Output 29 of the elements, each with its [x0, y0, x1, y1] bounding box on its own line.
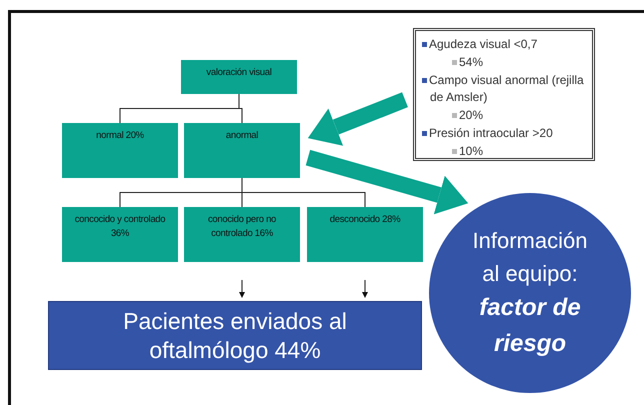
block-arrow	[306, 150, 468, 214]
box-label: normal 20%	[96, 129, 144, 143]
process-box	[307, 207, 423, 262]
connector-line	[238, 94, 242, 124]
box-label: anormal	[226, 129, 258, 143]
connector-line	[242, 178, 366, 208]
result-text: Pacientes enviados al oftalmólogo 44%	[122, 306, 348, 364]
criteria-text: 54%	[422, 54, 586, 70]
circle-text: factor de riesgo	[478, 293, 582, 359]
block-arrow	[308, 92, 408, 146]
circle-text: Información al equipo:	[472, 227, 588, 288]
arrow	[239, 280, 245, 298]
process-box	[184, 123, 300, 178]
criteria-box	[413, 28, 595, 161]
box-label: concocido y controlado 36%	[74, 213, 166, 242]
criteria-text: Presión intraocular >20	[422, 124, 586, 142]
box-label: valoración visual	[206, 66, 272, 80]
process-box	[62, 123, 178, 178]
process-box	[181, 60, 297, 94]
criteria-text: 20%	[422, 106, 586, 123]
criteria-text: Agudeza visual <0,7	[422, 36, 586, 52]
result-box	[48, 301, 422, 370]
process-box	[62, 207, 178, 262]
criteria-text: Campo visual anormal (rejilla de Amsler)	[422, 72, 586, 105]
box-label: conocido pero no controlado 16%	[206, 213, 278, 242]
arrow	[362, 280, 368, 298]
box-label: desconocido 28%	[330, 213, 400, 227]
process-box	[184, 207, 300, 262]
criteria-text: 10%	[422, 143, 586, 160]
